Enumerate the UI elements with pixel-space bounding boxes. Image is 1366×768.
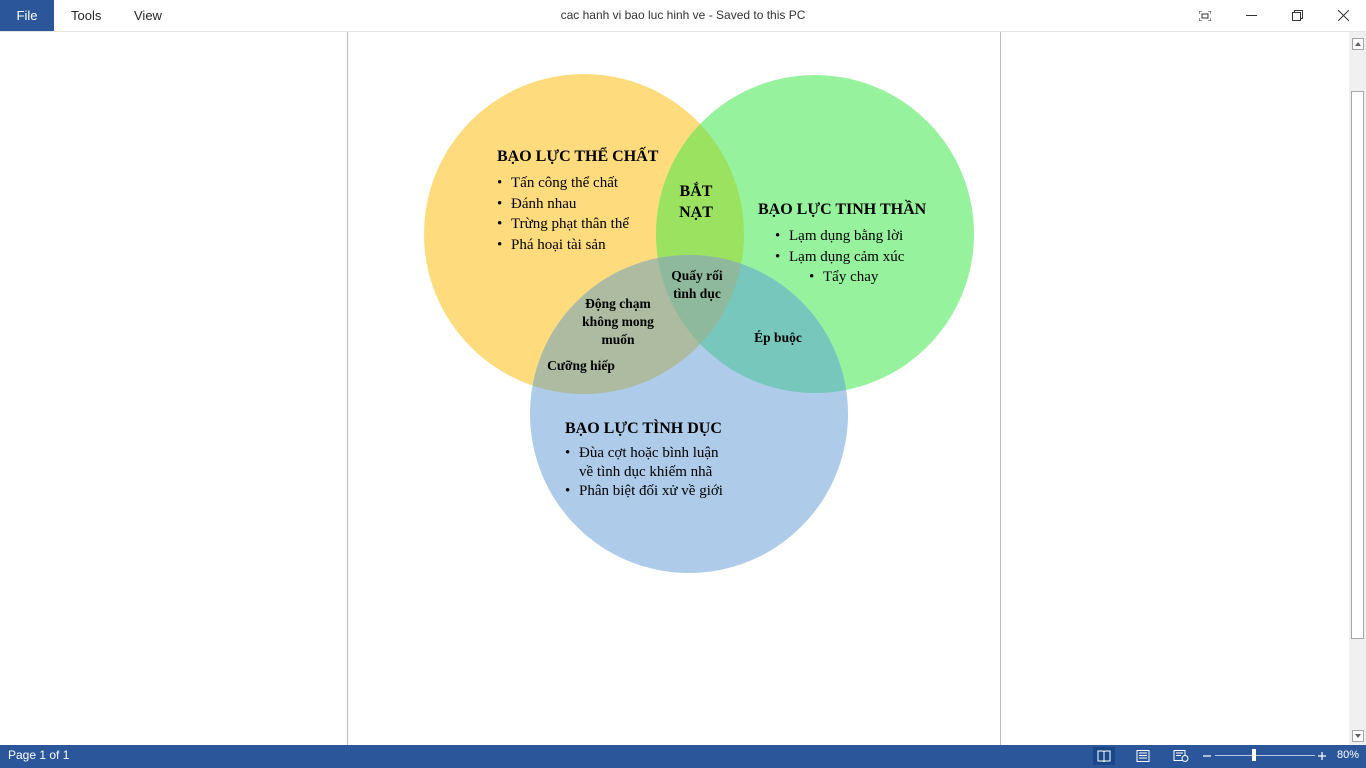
minimize-icon	[1245, 15, 1257, 16]
chevron-down-icon	[1352, 730, 1364, 742]
page-count[interactable]: Page 1 of 1	[8, 748, 70, 762]
close-icon	[1337, 10, 1349, 21]
web-layout-icon	[1173, 750, 1189, 762]
full-screen-icon	[1199, 10, 1211, 21]
status-bar: Page 1 of 1 80%	[0, 745, 1366, 768]
read-mode-icon	[1097, 750, 1111, 762]
close-button[interactable]	[1320, 0, 1366, 31]
restore-button[interactable]	[1274, 0, 1320, 31]
print-layout-icon	[1136, 750, 1150, 762]
scrollbar-thumb[interactable]	[1351, 91, 1364, 639]
title-bar: File Tools View cac hanh vi bao luc hinh…	[0, 0, 1366, 32]
zoom-out-button[interactable]	[1197, 747, 1217, 765]
zoom-in-button[interactable]	[1312, 747, 1332, 765]
restore-icon	[1291, 10, 1303, 21]
zoom-slider-track[interactable]	[1215, 755, 1315, 756]
file-menu-button[interactable]: File	[0, 0, 54, 31]
scroll-up-button[interactable]	[1352, 37, 1364, 50]
web-layout-button[interactable]	[1170, 747, 1192, 765]
page-right-edge	[1000, 32, 1001, 745]
minus-icon	[1203, 755, 1211, 757]
page-left-edge	[347, 32, 348, 745]
print-layout-button[interactable]	[1132, 747, 1154, 765]
minimize-button[interactable]	[1228, 0, 1274, 31]
chevron-up-icon	[1352, 38, 1364, 50]
full-screen-button[interactable]	[1182, 0, 1228, 31]
read-mode-button[interactable]	[1093, 747, 1115, 765]
scroll-down-button[interactable]	[1352, 729, 1364, 742]
document-title: cac hanh vi bao luc hinh ve - Saved to t…	[560, 8, 806, 22]
view-menu[interactable]: View	[134, 8, 162, 23]
zoom-slider-thumb[interactable]	[1252, 749, 1256, 761]
tools-menu[interactable]: Tools	[71, 8, 102, 23]
plus-icon	[1318, 752, 1326, 760]
zoom-level[interactable]: 80%	[1337, 749, 1360, 761]
document-workspace[interactable]	[0, 32, 1349, 745]
